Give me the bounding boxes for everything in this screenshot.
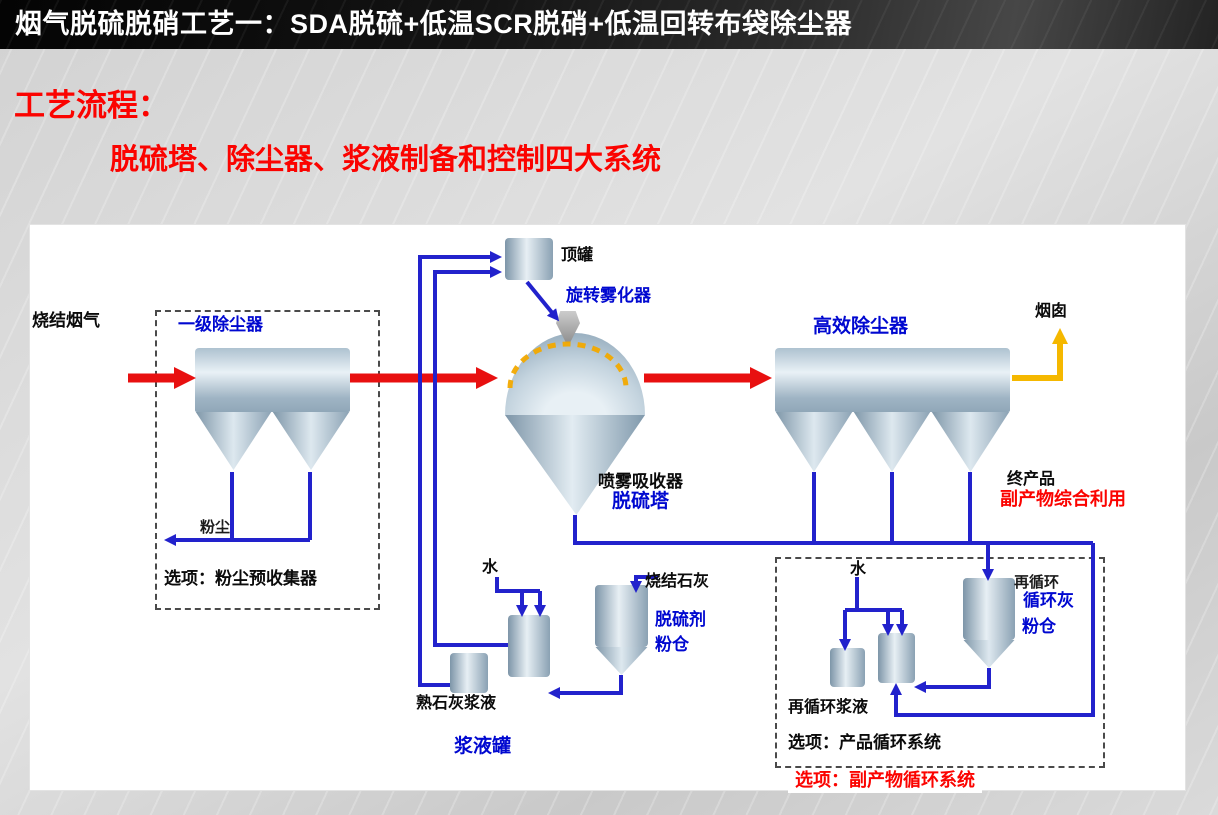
top-tank xyxy=(505,238,553,280)
label-sinter-lime: 烧结石灰 xyxy=(645,573,710,590)
label-hydrated-lime-slurry: 熟石灰浆液 xyxy=(416,695,497,712)
slide-title: 烟气脱硫脱硝工艺一：SDA脱硫+低温SCR脱硝+低温回转布袋除尘器 xyxy=(15,9,853,39)
label-byproduct-use: 副产物综合利用 xyxy=(993,488,1133,512)
label-spray-absorber: 喷雾吸收器 xyxy=(598,472,683,491)
label-option-product-circ: 选项：产品循环系统 xyxy=(788,733,941,752)
label-option-precollector: 选项：粉尘预收集器 xyxy=(164,569,317,588)
clean-gas-to-stack-arrow xyxy=(1012,328,1068,381)
recirc-tank-large xyxy=(878,633,915,683)
high-eff-collector-hopper-3 xyxy=(931,412,1010,472)
label-sda-tower: 脱硫塔 xyxy=(607,491,675,513)
recirc-tank-small xyxy=(830,648,865,687)
process-diagram: 烧结烟气 一级除尘器 粉尘 选项：粉尘预收集器 顶罐 旋转雾化器 喷雾吸收器 脱… xyxy=(30,225,1185,793)
label-option-byproduct-circ: 选项：副产物循环系统 xyxy=(788,769,982,793)
sda-tower-dome xyxy=(505,333,645,415)
heading-four-systems: 脱硫塔、除尘器、浆液制备和控制四大系统 xyxy=(110,144,662,176)
label-rotary-atomizer: 旋转雾化器 xyxy=(566,286,651,305)
label-recirculation: 再循环 xyxy=(1014,574,1060,591)
label-high-eff-collector: 高效除尘器 xyxy=(813,316,909,337)
circ-ash-silo-body xyxy=(963,578,1015,640)
label-sorbent-silo-1: 脱硫剂 xyxy=(655,610,706,629)
label-dust: 粉尘 xyxy=(200,519,231,536)
slurry-tank-large xyxy=(508,615,550,677)
sorbent-silo-body xyxy=(595,585,648,647)
label-slurry-tank: 浆液罐 xyxy=(454,736,512,757)
slurry-tank-small xyxy=(450,653,488,693)
label-recirc-slurry: 再循环浆液 xyxy=(788,699,869,716)
label-sorbent-silo-2: 粉仓 xyxy=(655,635,689,654)
label-circ-ash-silo-1: 循环灰 xyxy=(1018,591,1079,611)
label-water-right: 水 xyxy=(850,561,867,578)
label-primary-collector: 一级除尘器 xyxy=(178,315,263,334)
label-top-tank: 顶罐 xyxy=(561,247,594,264)
label-circ-ash-silo-2: 粉仓 xyxy=(1022,617,1056,636)
label-sinter-flue-gas: 烧结烟气 xyxy=(32,311,100,330)
heading-process-flow: 工艺流程： xyxy=(14,88,169,123)
pipe-slurry-riser-1 xyxy=(418,251,502,687)
label-water-left: 水 xyxy=(482,559,499,576)
pipe-sorbent-silo-outlet xyxy=(548,675,623,699)
pipe-water-left-header xyxy=(495,577,540,593)
pipe-toptank-to-atomizer xyxy=(525,280,560,322)
precollector-option-box xyxy=(155,310,380,610)
sorbent-silo-cone xyxy=(595,647,648,675)
high-eff-collector-body xyxy=(775,348,1010,412)
high-eff-collector-hopper-1 xyxy=(775,412,853,472)
slide-title-bar: 烟气脱硫脱硝工艺一：SDA脱硫+低温SCR脱硝+低温回转布袋除尘器 xyxy=(0,0,1218,49)
high-eff-collector-hopper-2 xyxy=(853,412,931,472)
label-stack: 烟囱 xyxy=(1035,303,1068,320)
primary-collector-body xyxy=(195,348,350,412)
pipe-slurry-riser-2 xyxy=(433,266,508,647)
label-final-product: 终产品 xyxy=(1007,471,1056,488)
